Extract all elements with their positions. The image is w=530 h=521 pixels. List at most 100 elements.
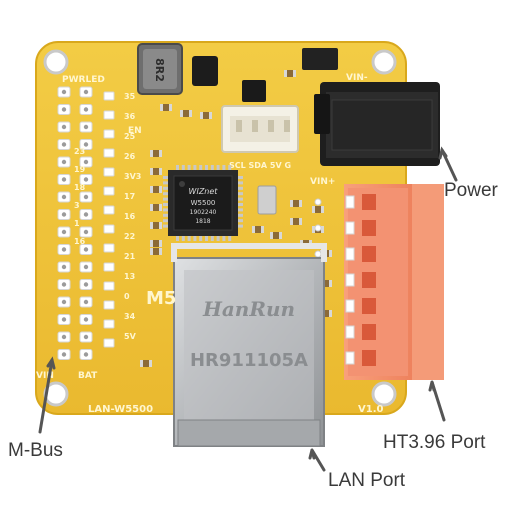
vin-plus-label: VIN+ <box>310 177 335 187</box>
callout-m-bus: M-Bus <box>8 440 63 461</box>
chip-leg <box>163 176 168 179</box>
header-pin <box>57 279 71 290</box>
pin-label: 34 <box>124 312 136 321</box>
lan-jack: HanRun HR911105A <box>171 243 327 447</box>
mid-pin <box>103 338 115 348</box>
chip-leg <box>163 197 168 201</box>
jack-brand: HanRun <box>202 297 295 321</box>
callout-lan-port: LAN Port <box>328 470 406 491</box>
chip-legs <box>163 165 243 241</box>
bat-label: BAT <box>78 371 98 381</box>
left-pin-label: 3 <box>74 201 80 210</box>
smd-part <box>252 226 264 233</box>
header-pin <box>57 209 71 220</box>
chip-leg <box>193 165 197 170</box>
chip-leg <box>205 236 208 241</box>
black-ic-top-right <box>302 48 338 70</box>
chip-leg <box>228 165 232 170</box>
smd-part <box>160 104 172 111</box>
mid-pin <box>103 129 115 139</box>
chip-leg <box>163 213 168 217</box>
smd-part <box>312 206 324 213</box>
chip-leg <box>187 165 191 170</box>
header-pin <box>57 314 71 325</box>
callout-ht-port: HT3.96 Port <box>383 432 486 453</box>
smd-part <box>270 232 282 239</box>
header-pin <box>79 209 93 220</box>
chip-leg <box>238 213 243 217</box>
header-pin <box>57 139 71 150</box>
smd-part <box>150 168 162 175</box>
mid-pin <box>103 281 115 291</box>
header-pin <box>57 226 71 238</box>
mid-pin <box>103 167 115 177</box>
left-pin-label: 19 <box>74 165 86 174</box>
ht396-terminal <box>314 184 444 380</box>
header-pin <box>57 261 71 273</box>
mid-pin <box>103 319 115 329</box>
left-pin-label: 16 <box>74 237 86 246</box>
header-pin <box>79 296 93 308</box>
chip-leg <box>193 236 197 241</box>
smd-part <box>180 110 192 117</box>
left-pin-label: 18 <box>74 183 86 192</box>
header-pin <box>57 174 71 185</box>
smd-part <box>200 112 212 119</box>
chip-leg <box>176 165 179 170</box>
chip-model: W5500 <box>191 199 216 207</box>
chip-leg <box>222 236 226 241</box>
left-pin-label: 23 <box>74 147 85 156</box>
chip-leg <box>210 236 214 241</box>
chip-leg <box>199 165 203 170</box>
inductor-mark: 8R2 <box>153 58 166 82</box>
pin-label: 3V3 <box>124 172 141 181</box>
chip-leg <box>176 236 179 241</box>
version-label: V1.0 <box>358 404 383 415</box>
m5-label: M5 <box>146 288 176 309</box>
chip-leg <box>238 219 243 223</box>
chip-leg <box>199 236 203 241</box>
jack-model: HR911105A <box>190 350 308 371</box>
smd-part <box>290 218 302 225</box>
chip-leg <box>163 186 168 190</box>
smd-part <box>150 186 162 193</box>
chip-leg <box>181 236 185 241</box>
header-pin <box>57 244 71 255</box>
header-pin <box>57 349 71 360</box>
chip-leg <box>187 236 191 241</box>
vin-top-label: VIN- <box>346 73 368 83</box>
chip-leg <box>163 208 168 212</box>
smd-part <box>140 360 152 367</box>
smd-part <box>284 70 296 77</box>
header-pin <box>79 156 93 168</box>
chip-leg <box>163 219 168 223</box>
chip-leg <box>181 165 185 170</box>
mid-pin-column <box>103 91 115 348</box>
chip-leg <box>163 181 168 185</box>
chip-leg <box>238 203 243 206</box>
header-pin <box>79 261 93 273</box>
callout-power: Power <box>444 180 498 201</box>
header-pin <box>79 191 93 203</box>
chip-leg <box>238 192 243 196</box>
callout-arrows <box>38 146 458 472</box>
terminal-slot <box>314 220 376 236</box>
chip-leg <box>238 208 243 212</box>
mid-pin <box>103 205 115 215</box>
chip-leg <box>238 224 243 228</box>
pwr-led-label: PWRLED <box>62 75 105 85</box>
pin-label: 26 <box>124 152 136 161</box>
smd-part <box>150 240 162 247</box>
vin-left-label: VIN <box>36 371 54 381</box>
chip-leg <box>238 181 243 185</box>
left-pin-labels: 23 19 18 3 1 16 <box>74 147 86 246</box>
m-bus-header <box>57 86 93 360</box>
chip-code-1: 1902240 <box>190 209 217 216</box>
mid-pin <box>103 91 115 101</box>
header-pin <box>57 331 71 343</box>
chip-leg <box>238 197 243 201</box>
power-jack <box>314 82 440 166</box>
left-pin-label: 1 <box>74 219 80 228</box>
